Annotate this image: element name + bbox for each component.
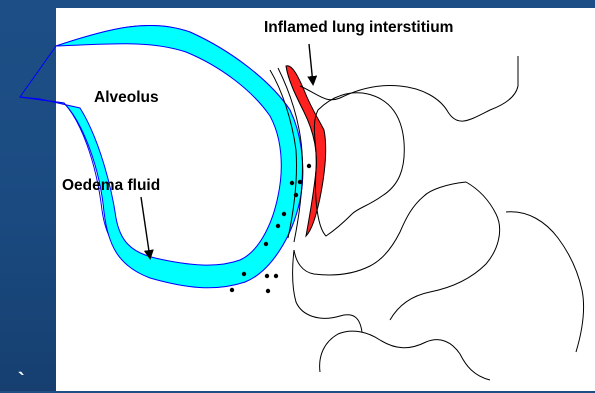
alveolus-label: Alveolus [94, 89, 159, 107]
corner-mark: ` [18, 370, 25, 393]
cell-outline [390, 182, 500, 320]
oedema-fluid-band [20, 25, 303, 287]
oedema-label: Oedema fluid [62, 177, 160, 195]
cell-outline [426, 340, 490, 380]
oedema-arrow [141, 197, 150, 258]
cell-outline [314, 93, 404, 236]
cell-outline [320, 331, 426, 372]
interstitium-label: Inflamed lung interstitium [264, 19, 453, 37]
cell-outline [293, 250, 362, 332]
cell-outline [300, 56, 518, 121]
interstitium-arrow [309, 44, 313, 84]
cell-outline [506, 212, 584, 352]
